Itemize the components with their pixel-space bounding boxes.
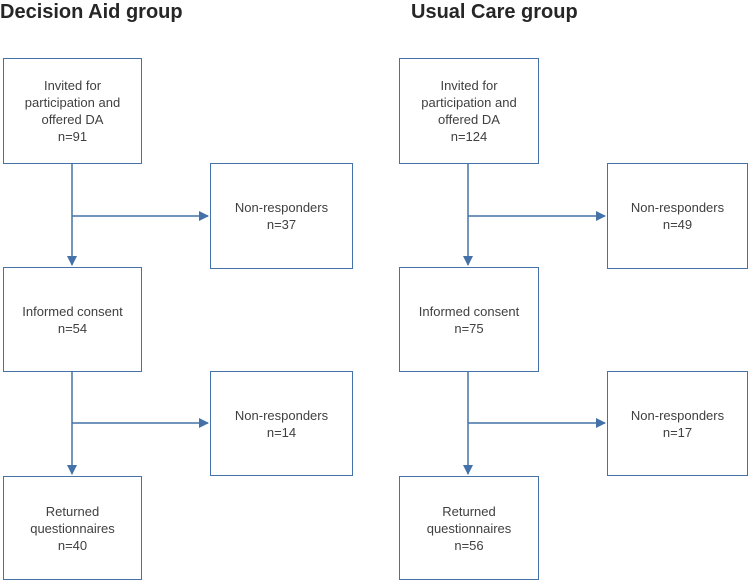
returned-line1: Returned bbox=[442, 503, 496, 519]
returned-line2: questionnaires bbox=[426, 520, 512, 536]
invited-count: n=124 bbox=[450, 129, 488, 144]
consent-label: Informed consent bbox=[418, 303, 520, 319]
returned-count: n=56 bbox=[454, 537, 484, 553]
nonresponders2-label: Non-responders bbox=[630, 407, 725, 423]
nonresponders1-label: Non-responders bbox=[630, 200, 725, 215]
invited-line1: Invited for bbox=[43, 78, 102, 93]
decision-aid-connectors bbox=[67, 163, 209, 475]
usual-care-connectors bbox=[463, 163, 606, 475]
invited-line3: offered DA bbox=[41, 112, 104, 127]
consent-label: Informed consent bbox=[22, 303, 123, 319]
decision-aid-nonresponders1-box: Non-responders n=37 bbox=[210, 163, 353, 269]
returned-count: n=40 bbox=[57, 537, 88, 553]
invited-line1: Invited for bbox=[440, 78, 498, 93]
decision-aid-nonresponders2-box: Non-responders n=14 bbox=[210, 371, 353, 476]
usual-care-returned-box: Returned questionnaires n=56 bbox=[399, 476, 539, 580]
nonresponders2-count: n=17 bbox=[662, 424, 693, 440]
usual-care-nonresponders2-box: Non-responders n=17 bbox=[607, 371, 748, 476]
invited-line2: participation and bbox=[421, 95, 517, 110]
nonresponders2-label: Non-responders bbox=[234, 407, 329, 423]
decision-aid-consent-box: Informed consent n=54 bbox=[3, 267, 142, 372]
consent-count: n=54 bbox=[57, 320, 88, 336]
decision-aid-group-title: Decision Aid group bbox=[0, 1, 183, 23]
usual-care-group-title: Usual Care group bbox=[411, 1, 578, 23]
decision-aid-invited-box: Invited for participation and offered DA… bbox=[3, 58, 142, 164]
nonresponders1-count: n=37 bbox=[266, 217, 297, 232]
invited-count: n=91 bbox=[57, 129, 88, 144]
nonresponders1-label: Non-responders bbox=[234, 200, 329, 215]
returned-line2: questionnaires bbox=[30, 520, 115, 536]
consent-count: n=75 bbox=[454, 320, 484, 336]
decision-aid-returned-box: Returned questionnaires n=40 bbox=[3, 476, 142, 580]
invited-line2: participation and bbox=[24, 95, 121, 110]
usual-care-consent-box: Informed consent n=75 bbox=[399, 267, 539, 372]
usual-care-invited-box: Invited for participation and offered DA… bbox=[399, 58, 539, 164]
invited-line3: offered DA bbox=[438, 112, 500, 127]
nonresponders2-count: n=14 bbox=[266, 424, 297, 440]
returned-line1: Returned bbox=[45, 503, 100, 519]
usual-care-nonresponders1-box: Non-responders n=49 bbox=[607, 163, 748, 269]
nonresponders1-count: n=49 bbox=[662, 217, 693, 232]
